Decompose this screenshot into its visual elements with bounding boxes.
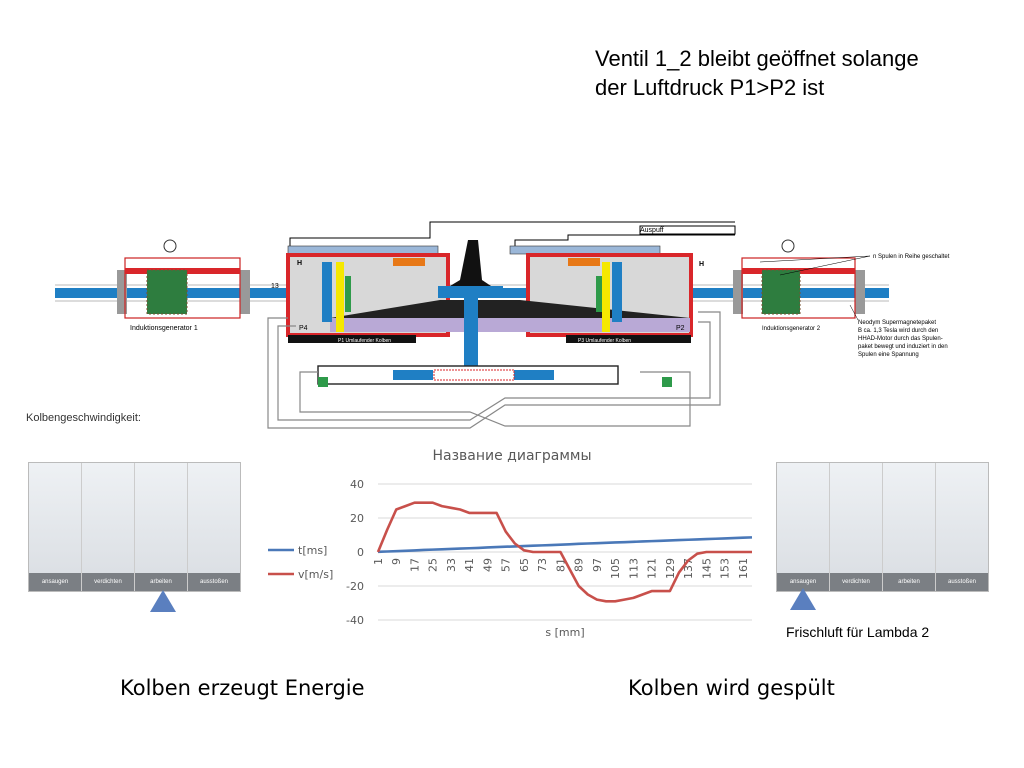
caption-right: Kolben wird gespült	[628, 676, 835, 700]
y-tick-label: 0	[357, 546, 364, 559]
panel-label: ausstoßen	[188, 573, 240, 591]
legend-label: v[m/s]	[298, 568, 333, 581]
series-line	[376, 501, 752, 603]
y-tick-label: 40	[350, 478, 364, 491]
x-tick-label: 41	[463, 558, 476, 572]
x-tick-label: 73	[536, 558, 549, 572]
h-label-right: H	[699, 261, 704, 268]
generator-left-label: Induktionsgenerator 1	[130, 325, 198, 332]
chart-x-axis-label: s [mm]	[545, 626, 584, 639]
magnet-note-line: paket bewegt und induziert in den	[858, 344, 948, 350]
magnet-note-line: HHAD-Motor durch das Spulen-	[858, 336, 943, 342]
chart-title: Название диаграммы	[432, 448, 591, 464]
engine-body	[286, 240, 693, 382]
engine-panel: ausstoßen	[188, 463, 240, 591]
legend-label: t[ms]	[298, 544, 327, 557]
series-line	[377, 536, 753, 554]
kolben-label: Kolbengeschwindigkeit:	[26, 412, 141, 424]
auspuff-label: Auspuff	[640, 227, 664, 234]
piston-right-label: P3 Umlaufender Kolben	[578, 338, 631, 344]
piston-left-label: P1 Umlaufender Kolben	[338, 338, 391, 344]
p4-label: P4	[299, 325, 308, 332]
engine-panel: ausstoßen	[936, 463, 988, 591]
engine-panel: verdichten	[82, 463, 135, 591]
h-label-left: H	[297, 260, 302, 267]
heading-text: Ventil 1_2 bleibt geöffnet solange der L…	[595, 44, 919, 102]
label-13: 13	[271, 283, 279, 290]
triangle-marker-right	[790, 588, 816, 610]
panel-label: arbeiten	[135, 573, 187, 591]
magnet-note-line: B ca. 1,3 Tesla wird durch den	[858, 328, 938, 334]
x-tick-label: 33	[445, 558, 458, 572]
generator-right-label: Induktionsgenerator 2	[762, 326, 821, 332]
engine-strip-right: ansaugen verdichten arbeiten ausstoßen	[776, 462, 989, 592]
panel-label: ansaugen	[777, 573, 829, 591]
y-tick-label: 20	[350, 512, 364, 525]
x-tick-label: 17	[408, 558, 421, 572]
engine-schematic: Auspuff	[55, 221, 950, 429]
panel-label: verdichten	[830, 573, 882, 591]
lower-cylinder	[317, 365, 619, 385]
engine-panel: ansaugen	[777, 463, 830, 591]
x-tick-label: 129	[664, 558, 677, 579]
generator-left	[117, 239, 250, 319]
x-tick-label: 121	[646, 558, 659, 579]
triangle-marker-left	[150, 590, 176, 612]
exhaust-lines	[289, 221, 736, 250]
magnet-note-line: Spulen eine Spannung	[858, 352, 919, 358]
magnet-note: Neodym Supermagnetepaket B ca. 1,3 Tesla…	[858, 320, 948, 358]
x-tick-label: 9	[390, 558, 403, 565]
x-tick-label: 161	[737, 558, 750, 579]
engine-panel: arbeiten	[135, 463, 188, 591]
x-tick-label: 97	[591, 558, 604, 572]
panel-label: arbeiten	[883, 573, 935, 591]
x-tick-label: 145	[700, 558, 713, 579]
x-tick-label: 57	[500, 558, 513, 572]
heading-line-1: Ventil 1_2 bleibt geöffnet solange	[595, 46, 919, 71]
engine-panel: arbeiten	[883, 463, 936, 591]
coil-note: n Spulen in Reihe geschaltet	[873, 254, 950, 260]
caption-left: Kolben erzeugt Energie	[120, 676, 365, 700]
air-ducts	[267, 311, 721, 429]
engine-panel: verdichten	[830, 463, 883, 591]
x-tick-label: 1	[372, 558, 385, 565]
x-tick-label: 153	[719, 558, 732, 579]
x-tick-label: 25	[427, 558, 440, 572]
y-tick-label: -40	[346, 614, 364, 627]
frischluft-label: Frischluft für Lambda 2	[786, 624, 930, 640]
generator-right	[733, 239, 865, 319]
panel-label: ausstoßen	[936, 573, 988, 591]
p2-label: P2	[676, 325, 685, 332]
x-tick-label: 89	[573, 558, 586, 572]
panel-label: ansaugen	[29, 573, 81, 591]
x-tick-label: 113	[627, 558, 640, 579]
magnet-note-line: Neodym Supermagnetepaket	[858, 320, 936, 326]
x-tick-label: 65	[518, 558, 531, 572]
y-tick-label: -20	[346, 580, 364, 593]
x-tick-label: 49	[481, 558, 494, 572]
heading-line-2: der Luftdruck P1>P2 ist	[595, 75, 825, 100]
x-tick-label: 105	[609, 558, 622, 579]
panel-label: verdichten	[82, 573, 134, 591]
engine-strip-left: ansaugen verdichten arbeiten ausstoßen	[28, 462, 241, 592]
engine-panel: ansaugen	[29, 463, 82, 591]
